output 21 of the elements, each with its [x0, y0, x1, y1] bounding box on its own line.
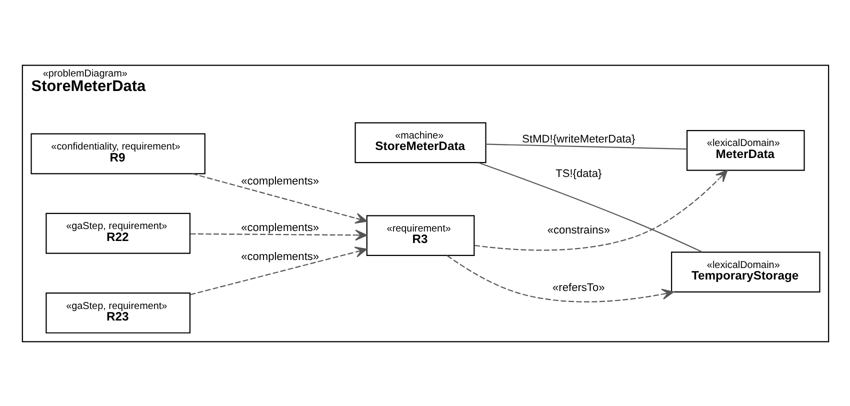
edge-label: StMD!{writeMeterData} — [522, 133, 635, 146]
node-box: «lexicalDomain» MeterData — [686, 129, 804, 170]
edge-label: TS!{data} — [555, 167, 602, 180]
connector — [478, 162, 702, 252]
node-box: «machine» StoreMeterData — [354, 122, 486, 163]
node-box: «gaStep, requirement» R23 — [45, 292, 190, 333]
edge-label: «constrains» — [546, 224, 610, 236]
node-box: «lexicalDomain» TemporaryStorage — [670, 251, 820, 292]
edge-label: «refersTo» — [552, 281, 604, 294]
edge-label: «complements» — [240, 222, 319, 234]
arrow — [474, 169, 728, 250]
edge-label: «complements» — [240, 250, 319, 262]
arrow — [190, 246, 367, 295]
node-box: «confidentiality, requirement» R9 — [30, 132, 205, 174]
connector — [485, 143, 686, 150]
arrow — [192, 172, 367, 224]
arrow — [190, 229, 367, 240]
node-box: «requirement» R3 — [366, 214, 474, 256]
arrow — [446, 254, 674, 302]
node-box: «gaStep, requirement» R22 — [45, 212, 190, 254]
edge-label: «complements» — [240, 175, 319, 188]
